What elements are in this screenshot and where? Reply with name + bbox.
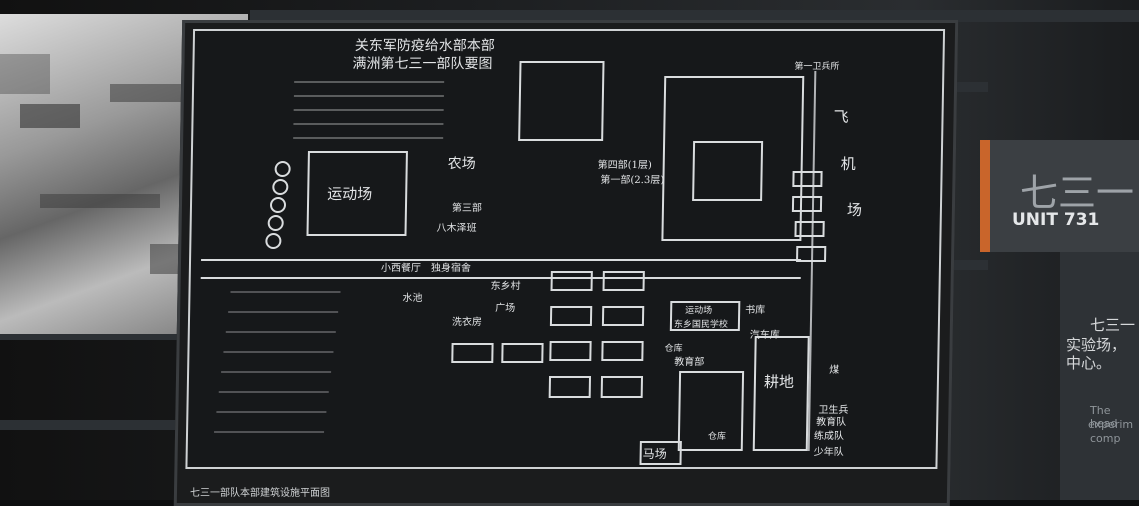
unit-sign-panel: 七三一 UNIT 731 <box>980 140 1139 252</box>
text-line <box>225 331 336 333</box>
youth-team-label: 少年队 <box>813 447 844 458</box>
warehouse-label: 仓库 <box>664 344 683 354</box>
text-line <box>228 311 339 313</box>
info-en-1: The head <box>1090 404 1118 430</box>
legend-box <box>518 61 605 141</box>
tank-circle <box>267 215 284 231</box>
info-en-3: comp <box>1090 432 1121 445</box>
edu-team-label: 教育队 <box>816 417 847 428</box>
text-line <box>214 431 325 433</box>
first-dept-label: 第一部(2.3层) <box>600 175 665 186</box>
info-panel: 七三一 实验场， 中心。 The head experim comp <box>1060 252 1139 500</box>
building-block <box>602 271 645 291</box>
text-line <box>293 137 444 139</box>
hangar <box>791 196 823 212</box>
unit-sign-text: UNIT 731 <box>1012 210 1100 230</box>
playground-label: 运动场 <box>685 306 713 316</box>
frame-bar-h <box>948 82 988 92</box>
text-line <box>230 291 341 293</box>
building-block <box>601 341 644 361</box>
text-line <box>293 109 444 111</box>
sports-field-label: 运动场 <box>327 185 373 203</box>
text-line <box>293 95 444 97</box>
training-label: 八木泽班 <box>436 223 477 234</box>
guard-post-label: 第一卫兵所 <box>794 62 840 72</box>
text-line <box>221 371 332 373</box>
info-en-2: experim <box>1088 418 1134 431</box>
airfield-label-1: 飞 <box>833 108 849 126</box>
text-line <box>216 411 327 413</box>
coal-label: 煤 <box>829 365 840 376</box>
text-line <box>294 81 445 83</box>
building-block <box>600 376 644 398</box>
farm-label: 农场 <box>447 156 476 172</box>
unit-sign-big-text: 七三一 <box>1020 171 1135 215</box>
frame-bar-top <box>250 10 1139 22</box>
text-line <box>223 351 334 353</box>
info-line-1: 七三一 <box>1090 316 1136 334</box>
dorm-label: 独身宿舍 <box>430 263 471 274</box>
text-line <box>218 391 329 393</box>
third-dept-label: 第三部 <box>451 203 483 214</box>
hangar <box>794 221 825 237</box>
east-village-label: 东乡村 <box>490 281 521 292</box>
map-board: 关东军防疫给水部本部 满洲第七三一部队要图 运动场 农场 第三部 八木泽班 第四… <box>173 20 959 506</box>
horse-field-label: 马场 <box>642 447 667 461</box>
board-title-1: 关东军防疫给水部本部 <box>354 38 495 54</box>
info-line-3: 中心。 <box>1066 354 1112 372</box>
school-label: 东乡国民学校 <box>673 320 729 330</box>
tank-circle <box>269 197 287 213</box>
board-caption: 七三一部队本部建筑设施平面图 <box>190 488 330 499</box>
hangar <box>792 171 823 187</box>
building-block <box>451 343 494 363</box>
plaza-label: 广场 <box>495 303 516 314</box>
board-title-2: 满洲第七三一部队要图 <box>352 56 493 72</box>
tank-circle <box>272 179 289 195</box>
farmland <box>752 336 810 451</box>
map-area: 关东军防疫给水部本部 满洲第七三一部队要图 运动场 农场 第三部 八木泽班 第四… <box>185 29 946 469</box>
text-line <box>293 123 444 125</box>
frame-bar-h2 <box>948 260 988 270</box>
laundry-label: 洗衣房 <box>451 317 483 328</box>
building-block <box>501 343 544 363</box>
building-block <box>601 306 645 326</box>
canteen-label: 小西餐厅 <box>380 263 421 274</box>
farmland-label: 耕地 <box>763 373 795 391</box>
pool-label: 水池 <box>402 293 423 304</box>
storage-label: 仓库 <box>707 432 727 442</box>
airfield-label-2: 机 <box>840 155 856 173</box>
frame-bar-left <box>0 330 200 340</box>
building-block <box>549 341 592 361</box>
building-block <box>549 306 593 326</box>
drill-team-label: 练成队 <box>813 431 845 442</box>
education-label: 教育部 <box>674 357 705 368</box>
building-block <box>548 376 592 398</box>
inner-block <box>692 141 764 201</box>
info-line-2: 实验场， <box>1066 336 1127 354</box>
bookstore-label: 书库 <box>745 305 766 316</box>
main-road <box>201 259 802 261</box>
tank-circle <box>274 161 291 177</box>
tank-circle <box>265 233 282 249</box>
frame-bar-h3 <box>0 420 180 430</box>
airfield-label-3: 场 <box>846 201 863 219</box>
building-block <box>550 271 593 291</box>
fourth-dept-label: 第四部(1层) <box>597 160 652 171</box>
